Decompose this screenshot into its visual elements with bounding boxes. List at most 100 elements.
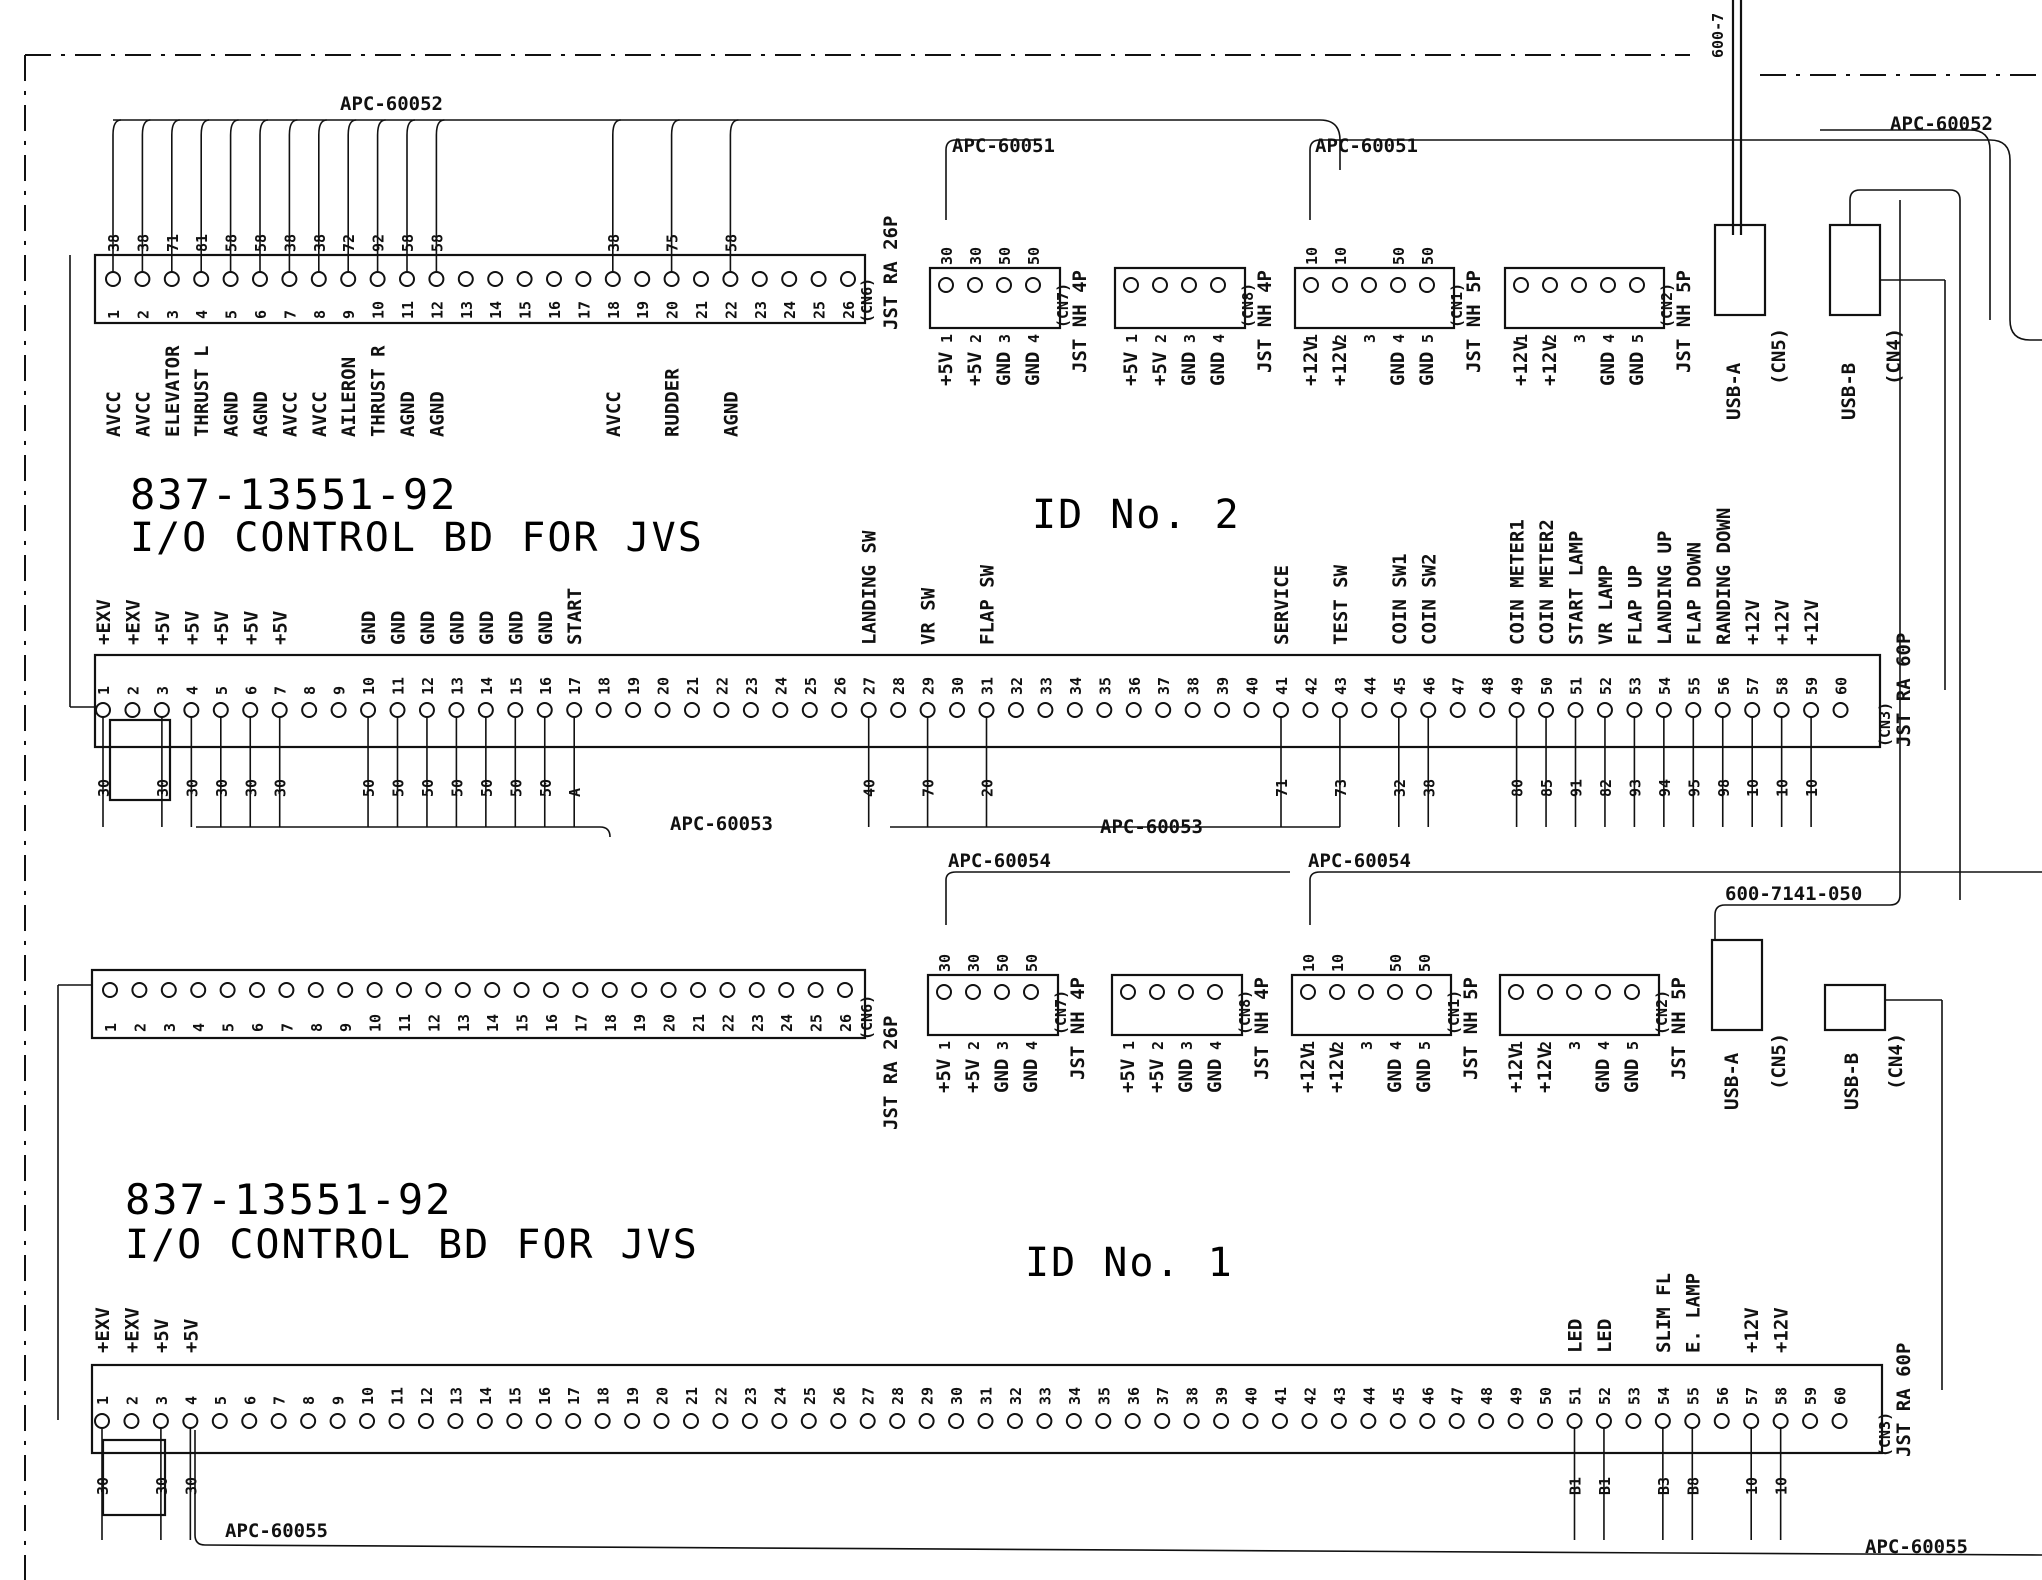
cn3b-pin xyxy=(1124,1413,1141,1429)
cn3b-pin xyxy=(270,1413,287,1429)
cn3-pin-number: 59 xyxy=(1803,677,1821,695)
board2-part-number: 837-13551-92 xyxy=(130,470,458,519)
cn6-pin xyxy=(105,271,121,287)
cn6-pin-number: 6 xyxy=(252,310,270,319)
cable-label-apc-60053-left: APC-60053 xyxy=(670,813,773,835)
cn1-signal-label: +12V xyxy=(1300,340,1322,386)
cn3-pin xyxy=(389,702,406,718)
cn6b-pin xyxy=(601,982,618,998)
cn6-pin-number: 4 xyxy=(193,310,211,319)
cn6b-pin-number: 12 xyxy=(425,1014,443,1032)
cn3b-pin xyxy=(741,1413,758,1429)
cn6-pin-number: 9 xyxy=(340,310,358,319)
cn8b-pin xyxy=(1120,984,1136,1000)
cn6-pin xyxy=(369,271,386,287)
cn3-signal-label: LANDING UP xyxy=(1654,531,1676,645)
cn3-pin-number: 60 xyxy=(1833,677,1851,695)
cn2-signal-label: +12V xyxy=(1510,340,1532,386)
cn3b-pin-number: 36 xyxy=(1125,1387,1143,1405)
cn3b-signal-label: +12V xyxy=(1741,1307,1763,1353)
cn8b-pin xyxy=(1149,984,1165,1000)
cn3-pin-number: 31 xyxy=(979,677,997,695)
cn6-pin-number: 3 xyxy=(164,310,182,319)
cn8-signal-label: +5V xyxy=(1120,352,1142,386)
cn3-signal-label: FLAP UP xyxy=(1624,565,1646,645)
cn6-signal-label: AVCC xyxy=(279,391,301,437)
cn3b-pin-number: 7 xyxy=(271,1396,289,1405)
cn3-pin-number: 56 xyxy=(1715,677,1733,695)
board1-id-label: ID No. 1 xyxy=(1025,1240,1234,1286)
cn6b-pin-number: 15 xyxy=(514,1014,532,1032)
cn6-pin-number: 11 xyxy=(399,301,417,319)
cn3-pin-number: 12 xyxy=(419,677,437,695)
cn6b-pin-number: 17 xyxy=(572,1014,590,1032)
cn2b-signal-label: +12V xyxy=(1534,1047,1556,1093)
cn2-pin xyxy=(1571,277,1587,293)
cn3-pin xyxy=(772,702,789,718)
cn3b-pin xyxy=(1389,1413,1406,1429)
cn3b-pin xyxy=(594,1413,611,1429)
cn3-signal-label: GND xyxy=(446,611,468,645)
cn4-name: USB-B xyxy=(1838,363,1860,420)
cn3-wire-color: 50 xyxy=(419,779,437,797)
cn1b-name: JST NH 5P xyxy=(1460,977,1482,1080)
cn3-signal-label: +5V xyxy=(240,611,262,645)
cn3-wire-color: 80 xyxy=(1509,779,1527,797)
cn7-signal-label: +5V xyxy=(935,352,957,386)
cn1b-pin xyxy=(1416,984,1432,1000)
cn3-pin-number: 54 xyxy=(1656,677,1674,695)
cn3-pin-number: 40 xyxy=(1244,677,1262,695)
cn3-wire-color: 50 xyxy=(537,779,555,797)
cn3-pin-number: 41 xyxy=(1273,677,1291,695)
cn3b-pin xyxy=(948,1413,965,1429)
cn3b-pin xyxy=(1478,1413,1495,1429)
cn3-signal-label: +5V xyxy=(270,611,292,645)
cn1-wire-bundle xyxy=(1309,139,2042,341)
usb-cable-600-7141 xyxy=(1714,200,1901,940)
cn3b-pin xyxy=(771,1413,788,1429)
cn6b-pin xyxy=(160,982,177,998)
cn3-pin-number: 45 xyxy=(1391,677,1409,695)
cn2-pin-number: 2 xyxy=(1542,334,1560,343)
cn6-wire-color: 58 xyxy=(399,234,417,252)
cn3-pin-number: 10 xyxy=(360,677,378,695)
cn7-wire-color: 50 xyxy=(996,247,1014,265)
cn3b-pin-number: 6 xyxy=(241,1396,259,1405)
cn6-signal-label: AVCC xyxy=(603,391,625,437)
cn3-pin xyxy=(1155,702,1172,718)
cn8-pin-number: 4 xyxy=(1210,334,1228,343)
cn3-pin-number: 39 xyxy=(1214,677,1232,695)
cn6-signal-label: AVCC xyxy=(309,391,331,437)
cn1-name: JST NH 5P xyxy=(1463,270,1485,373)
cn3b-pin xyxy=(152,1413,169,1429)
cn2b-pin-number: 2 xyxy=(1537,1041,1555,1050)
cn3b-wire-color: B1 xyxy=(1567,1477,1585,1495)
cn6b-pin-number: 5 xyxy=(220,1023,238,1032)
cn6b-pin-number: 24 xyxy=(778,1014,796,1032)
cn3-pin xyxy=(1655,702,1672,718)
cn2-pin-number: 5 xyxy=(1629,334,1647,343)
cn3b-pin-number: 11 xyxy=(389,1387,407,1405)
cn6-wire-color: 71 xyxy=(164,234,182,252)
cn3-signal-label: START LAMP xyxy=(1566,531,1588,645)
cn7-tag: (CN7) xyxy=(1054,283,1072,328)
cn6-pin-number: 2 xyxy=(134,310,152,319)
cn3-pin-number: 14 xyxy=(478,677,496,695)
cn7-pin xyxy=(938,277,954,293)
cn3b-pin-number: 15 xyxy=(506,1387,524,1405)
cn3-wire-color: 50 xyxy=(507,779,525,797)
cn6-signal-label: AGND xyxy=(221,391,243,437)
cn3b-pin xyxy=(889,1413,906,1429)
cn6b-pin xyxy=(307,982,324,998)
cn3-signal-label: COIN SW2 xyxy=(1418,553,1440,645)
cn3b-pin xyxy=(1301,1413,1318,1429)
cn3-pin-number: 58 xyxy=(1774,677,1792,695)
cn7-wire-color: 30 xyxy=(967,247,985,265)
cn6b-pin xyxy=(454,982,471,998)
cn5b-tag: (CN5) xyxy=(1768,1033,1790,1090)
cn3b-pin xyxy=(1595,1413,1612,1429)
cn3b-wire-color: 10 xyxy=(1743,1477,1761,1495)
cn8-name: JST NH 4P xyxy=(1254,270,1276,373)
cn6b-pin-number: 13 xyxy=(455,1014,473,1032)
